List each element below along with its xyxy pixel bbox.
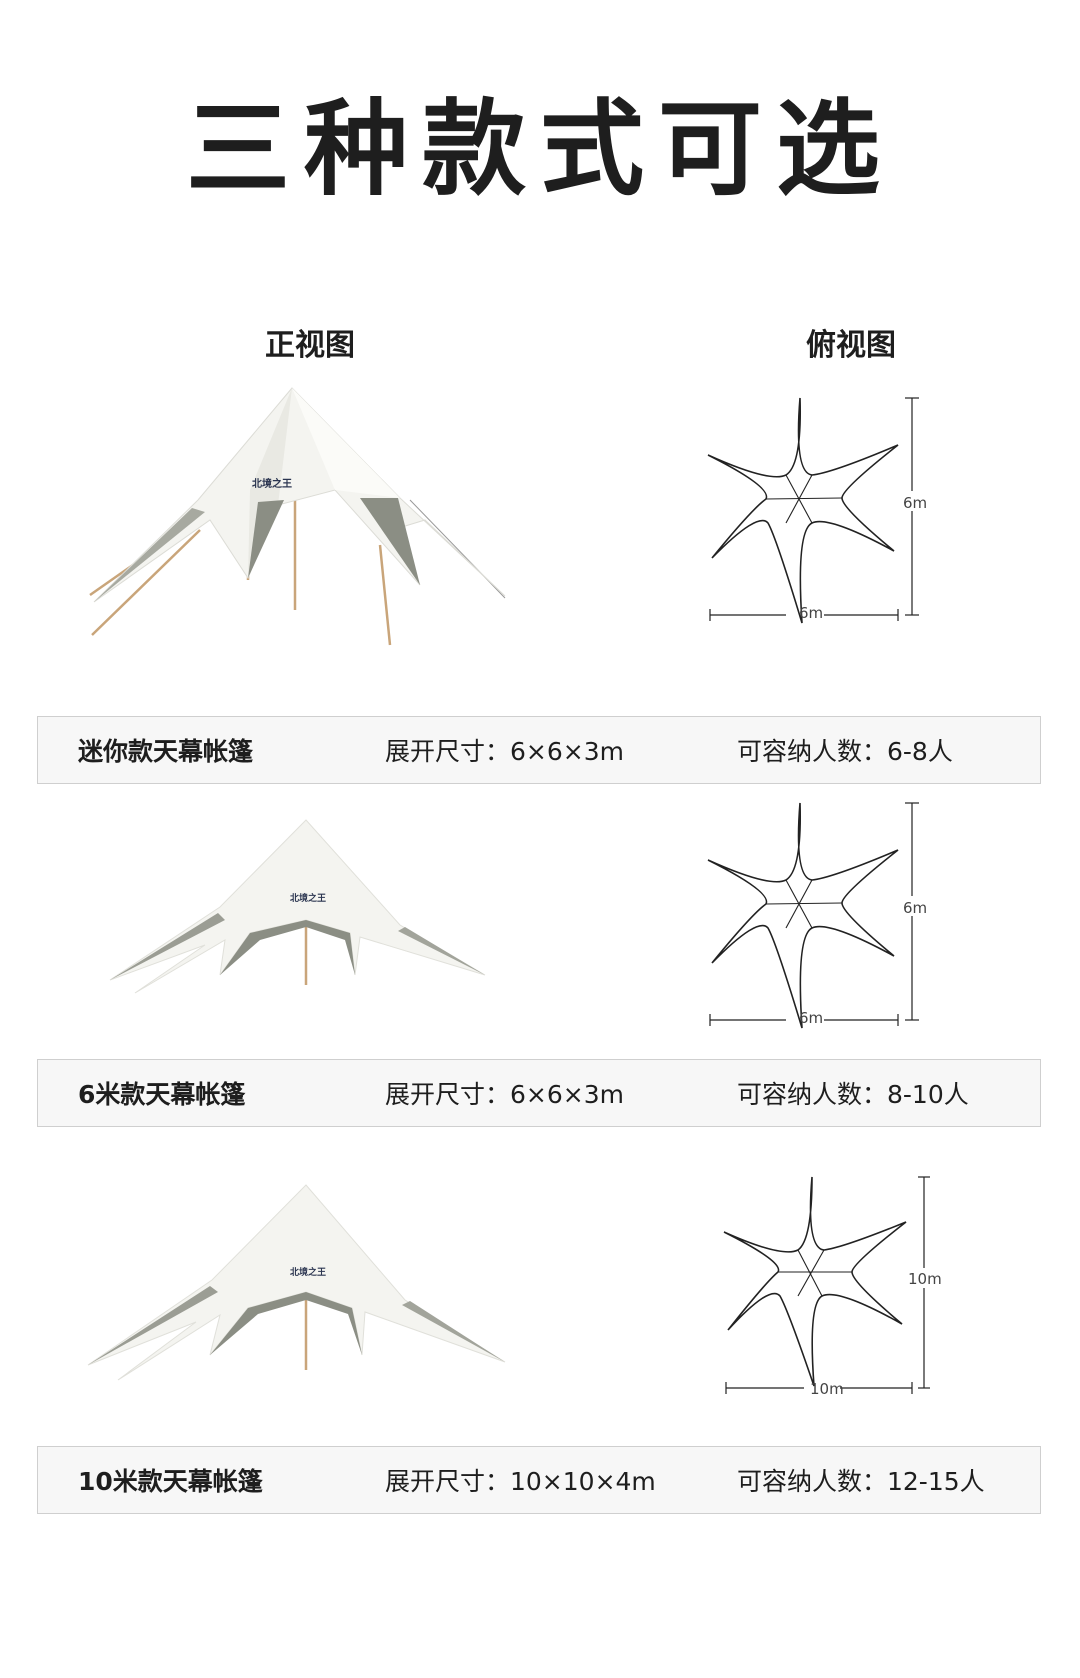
page-title: 三种款式可选 xyxy=(185,88,894,210)
top-view-heading: 俯视图 xyxy=(806,328,896,363)
plan-height-label: 6m xyxy=(903,494,928,512)
plan-height-label: 10m xyxy=(908,1270,942,1288)
plan-view-10m xyxy=(723,1176,938,1394)
product-info-bar: 6米款天幕帐篷 展开尺寸：6×6×3m 可容纳人数：8-10人 xyxy=(37,1059,1041,1127)
plan-height-label: 6m xyxy=(903,899,928,917)
plan-view-6m xyxy=(707,802,923,1029)
product-capacity: 可容纳人数：6-8人 xyxy=(737,737,953,766)
plan-width-label: 10m xyxy=(810,1380,844,1398)
tent-front-view-6m: 北境之王 xyxy=(109,819,486,994)
product-name: 10米款天幕帐篷 xyxy=(78,1467,263,1496)
product-name: 6米款天幕帐篷 xyxy=(78,1080,246,1109)
plan-width-label: 6m xyxy=(799,604,824,622)
product-size: 展开尺寸：6×6×3m xyxy=(385,1080,624,1109)
product-size: 展开尺寸：10×10×4m xyxy=(385,1467,656,1496)
tent-front-view-mini: 北境之王 xyxy=(89,387,506,646)
product-info-bar: 10米款天幕帐篷 展开尺寸：10×10×4m 可容纳人数：12-15人 xyxy=(37,1446,1041,1514)
product-info-bar: 迷你款天幕帐篷 展开尺寸：6×6×3m 可容纳人数：6-8人 xyxy=(37,716,1041,784)
product-capacity: 可容纳人数：8-10人 xyxy=(737,1080,969,1109)
product-size: 展开尺寸：6×6×3m xyxy=(385,737,624,766)
brand-logo: 北境之王 xyxy=(252,477,292,490)
plan-width-label: 6m xyxy=(799,1009,824,1027)
brand-logo: 北境之王 xyxy=(290,892,326,903)
brand-logo: 北境之王 xyxy=(290,1266,326,1277)
front-view-heading: 正视图 xyxy=(265,328,355,363)
plan-view-mini xyxy=(707,397,923,624)
tent-front-view-10m: 北境之王 xyxy=(87,1184,506,1381)
product-name: 迷你款天幕帐篷 xyxy=(78,737,254,766)
product-capacity: 可容纳人数：12-15人 xyxy=(737,1467,985,1496)
